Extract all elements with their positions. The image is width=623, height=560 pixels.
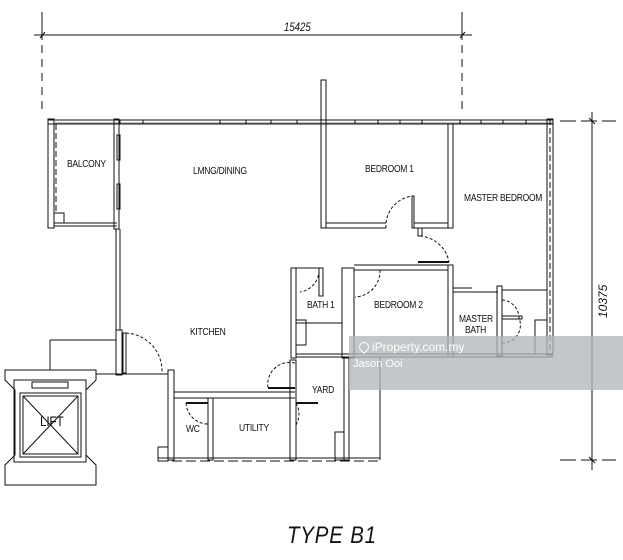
room-label-bedroom-1: BEDROOM 1 — [365, 164, 414, 175]
room-label-bedroom-2: BEDROOM 2 — [374, 300, 423, 311]
room-label-wc: WC — [186, 424, 200, 435]
depth-dimension: 10375 — [596, 284, 610, 318]
watermark-banner: iProperty.com.my Jason Ooi — [349, 336, 623, 390]
room-label-master-bath-line2: BATH — [465, 325, 487, 336]
location-pin-icon — [356, 339, 372, 355]
room-label-bath-1: BATH 1 — [307, 300, 335, 311]
room-label-master-bath-line1: MASTER — [459, 314, 493, 325]
room-label-master-bedroom: MASTER BEDROOM — [464, 193, 543, 204]
room-label-kitchen: KITCHEN — [190, 327, 226, 338]
room-label-living-dining: LMNG/DINING — [193, 166, 247, 177]
watermark-agent: Jason Ooi — [353, 358, 403, 370]
room-label-utility: UTILITY — [239, 423, 269, 434]
room-label-yard: YARD — [312, 385, 334, 396]
watermark-site: iProperty.com.my — [356, 339, 465, 355]
room-label-lift: LIFT — [40, 413, 64, 429]
plan-title: TYPE B1 — [287, 522, 377, 549]
watermark-site-text: iProperty.com.my — [372, 340, 465, 354]
width-dimension: 15425 — [284, 20, 311, 34]
room-label-balcony: BALCONY — [67, 159, 106, 170]
